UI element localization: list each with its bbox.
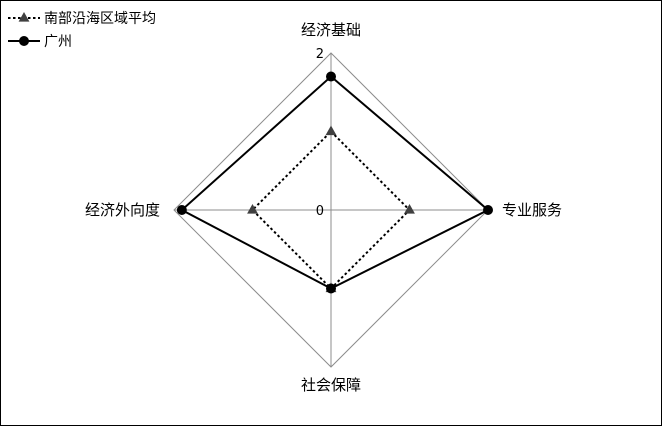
category-label-left: 经济外向度 <box>85 201 160 219</box>
radar-category-labels: 经济基础 专业服务 社会保障 经济外向度 <box>85 21 562 394</box>
tick-label-max: 2 <box>316 47 324 62</box>
point-guangzhou-left <box>176 205 187 215</box>
point-guangzhou-top <box>326 71 336 82</box>
legend: 南部沿海区域平均 广州 <box>8 11 156 50</box>
series-line-guangzhou <box>180 75 490 290</box>
category-label-top: 经济基础 <box>301 21 361 39</box>
radar-series <box>176 71 493 294</box>
legend-item-guangzhou: 广州 <box>8 34 72 50</box>
legend-marker-triangle <box>18 12 30 22</box>
category-label-right: 专业服务 <box>502 201 562 219</box>
legend-item-regional-average: 南部沿海区域平均 <box>8 11 156 27</box>
category-label-bottom: 社会保障 <box>301 376 361 394</box>
point-regional-average-left <box>247 204 258 214</box>
legend-label-regional-average: 南部沿海区域平均 <box>44 11 156 27</box>
legend-marker-circle <box>19 36 29 46</box>
radar-axes <box>174 53 488 367</box>
point-guangzhou-bottom <box>326 283 336 294</box>
radar-tick-labels: 0 2 <box>316 47 324 219</box>
tick-label-min: 0 <box>316 204 324 219</box>
point-regional-average-top <box>325 125 337 136</box>
legend-label-guangzhou: 广州 <box>44 34 72 50</box>
point-guangzhou-right <box>483 205 493 215</box>
point-regional-average-right <box>404 204 415 214</box>
